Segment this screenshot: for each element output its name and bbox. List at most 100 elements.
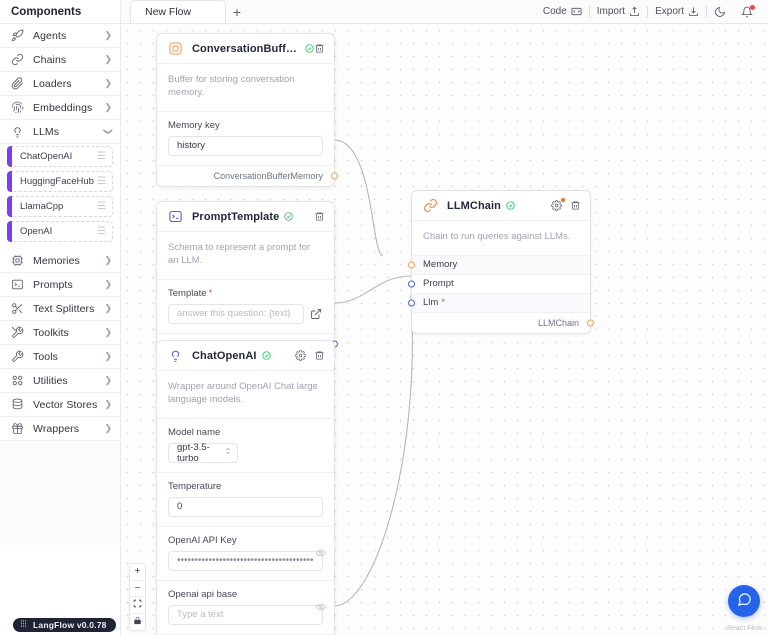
sidebar-item-embeddings[interactable]: Embeddings ❯ (0, 96, 120, 120)
chevron-right-icon: ❯ (104, 303, 112, 313)
node-prompt-template[interactable]: PromptTemplate Schema to represent a pro… (156, 201, 338, 355)
template-input-group: answer this question: {text} (168, 303, 323, 324)
code-button[interactable]: Code (536, 4, 589, 20)
node-llmchain[interactable]: LLMChain Chain to run queries against LL… (408, 190, 594, 334)
sidebar-title: Components (0, 0, 120, 24)
memory-key-input[interactable]: history (168, 135, 323, 156)
required-marker: * (208, 287, 213, 299)
sidebar-item-loaders[interactable]: Loaders ❯ (0, 72, 120, 96)
react-flow-attribution[interactable]: React Flow (726, 625, 762, 632)
field-model-name: Model name gpt-3.5-turbo (157, 419, 334, 473)
accent-bar (7, 171, 12, 192)
output-handle[interactable] (587, 319, 594, 327)
canvas-controls: + − (129, 563, 146, 631)
import-button[interactable]: Import (590, 4, 647, 20)
node-header[interactable]: PromptTemplate (157, 202, 334, 232)
template-input[interactable]: answer this question: {text} (168, 303, 304, 324)
component-openai[interactable]: OpenAI ☰ (7, 221, 113, 242)
input-handle-prompt[interactable] (408, 280, 415, 288)
port-label: Memory (423, 259, 458, 271)
delete-button[interactable] (314, 211, 325, 222)
drag-handle-icon[interactable]: ☰ (97, 200, 106, 212)
node-header[interactable]: ConversationBufferMe... (157, 34, 334, 64)
input-value: history (177, 140, 205, 152)
sidebar-item-llms[interactable]: LLMs ❯ (0, 120, 120, 144)
openai-api-base-input[interactable]: Type a text (168, 602, 326, 625)
sidebar-item-tools[interactable]: Tools ❯ (0, 345, 120, 369)
lightbulb-icon (10, 124, 25, 139)
scissors-icon (10, 301, 25, 316)
component-llamacpp[interactable]: LlamaCpp ☰ (7, 196, 113, 217)
field-memory-key: Memory key history (157, 112, 334, 166)
show-password-icon[interactable] (316, 548, 326, 558)
node-conversation-buffer-memory[interactable]: ConversationBufferMe... Buffer for stori… (156, 33, 338, 187)
sidebar-item-agents[interactable]: Agents ❯ (0, 24, 120, 48)
chevron-right-icon: ❯ (104, 279, 112, 289)
component-huggingfacehub[interactable]: HuggingFaceHub ☰ (7, 171, 113, 192)
output-handle[interactable] (331, 172, 338, 180)
temperature-input[interactable]: 0 (168, 496, 323, 517)
zoom-out-button[interactable]: − (130, 581, 145, 597)
node-title: PromptTemplate (192, 210, 280, 223)
notifications-button[interactable] (733, 4, 759, 18)
flow-canvas[interactable]: ConversationBufferMe... Buffer for stori… (121, 24, 768, 635)
lock-button[interactable] (130, 614, 145, 631)
sidebar-item-wrappers[interactable]: Wrappers ❯ (0, 417, 120, 441)
show-password-icon[interactable] (316, 602, 326, 612)
tab-new-flow[interactable]: New Flow (130, 0, 226, 23)
input-value: ••••••••••••••••••••••••••••••••••••••••… (177, 555, 314, 567)
sidebar-item-memories[interactable]: Memories ❯ (0, 249, 120, 273)
sidebar-category-list: Agents ❯ Chains ❯ Loaders ❯ Embeddings ❯ (0, 24, 120, 545)
component-chatopenai[interactable]: ChatOpenAI ☰ (7, 146, 113, 167)
paperclip-icon (10, 76, 25, 91)
chat-widget-button[interactable] (728, 585, 760, 617)
model-name-select[interactable]: gpt-3.5-turbo (168, 442, 238, 464)
sidebar-label: Text Splitters (33, 302, 95, 315)
add-tab-button[interactable]: + (226, 0, 248, 23)
node-description: Buffer for storing conversation memory. (157, 64, 334, 112)
input-port-prompt: Prompt (408, 274, 590, 294)
drag-handle-icon[interactable]: ☰ (97, 175, 106, 187)
sidebar-item-vector-stores[interactable]: Vector Stores ❯ (0, 393, 120, 417)
node-header[interactable]: ChatOpenAI (157, 341, 334, 371)
settings-button[interactable] (551, 198, 565, 211)
sidebar-item-chains[interactable]: Chains ❯ (0, 48, 120, 72)
chevron-right-icon: ❯ (104, 30, 112, 40)
node-header[interactable]: LLMChain (412, 191, 590, 221)
fit-view-button[interactable] (130, 597, 145, 614)
delete-button[interactable] (314, 350, 325, 361)
zoom-in-button[interactable]: + (130, 564, 145, 581)
delete-button[interactable] (314, 43, 325, 54)
component-label: ChatOpenAI (20, 151, 73, 162)
sidebar-item-prompts[interactable]: Prompts ❯ (0, 273, 120, 297)
terminal-icon (10, 277, 25, 292)
edge-memory-to-llmchain (333, 139, 384, 257)
expand-editor-icon[interactable] (310, 308, 323, 320)
langflow-logo-icon (19, 619, 28, 631)
input-handle-memory[interactable] (408, 261, 415, 269)
input-handle-llm[interactable] (408, 299, 415, 307)
export-button[interactable]: Export (648, 4, 706, 20)
field-openai-api-base: Openai api base Type a text (157, 581, 334, 635)
node-chatopenai[interactable]: ChatOpenAI Wrapper around OpenAI Chat la… (156, 340, 335, 635)
sidebar-item-toolkits[interactable]: Toolkits ❯ (0, 321, 120, 345)
code-label: Code (542, 6, 567, 17)
required-marker: * (441, 297, 446, 309)
node-actions (551, 198, 581, 211)
node-output-row: ConversationBufferMemory (157, 165, 338, 186)
sidebar-item-utilities[interactable]: Utilities ❯ (0, 369, 120, 393)
output-label: LLMChain (537, 317, 579, 328)
theme-toggle-button[interactable] (707, 4, 733, 20)
chevron-right-icon: ❯ (104, 375, 112, 385)
drag-handle-icon[interactable]: ☰ (97, 225, 106, 237)
node-title: LLMChain (447, 199, 501, 212)
sidebar-label: Vector Stores (33, 398, 98, 411)
delete-button[interactable] (570, 200, 581, 211)
settings-button[interactable] (295, 350, 306, 361)
drag-handle-icon[interactable]: ☰ (97, 150, 106, 162)
field-label: Model name (168, 426, 221, 438)
divider (706, 5, 707, 18)
openai-api-key-input[interactable]: ••••••••••••••••••••••••••••••••••••••••… (168, 548, 326, 571)
edge-chatopenai-to-llmchain (333, 294, 413, 607)
sidebar-item-text-splitters[interactable]: Text Splitters ❯ (0, 297, 120, 321)
